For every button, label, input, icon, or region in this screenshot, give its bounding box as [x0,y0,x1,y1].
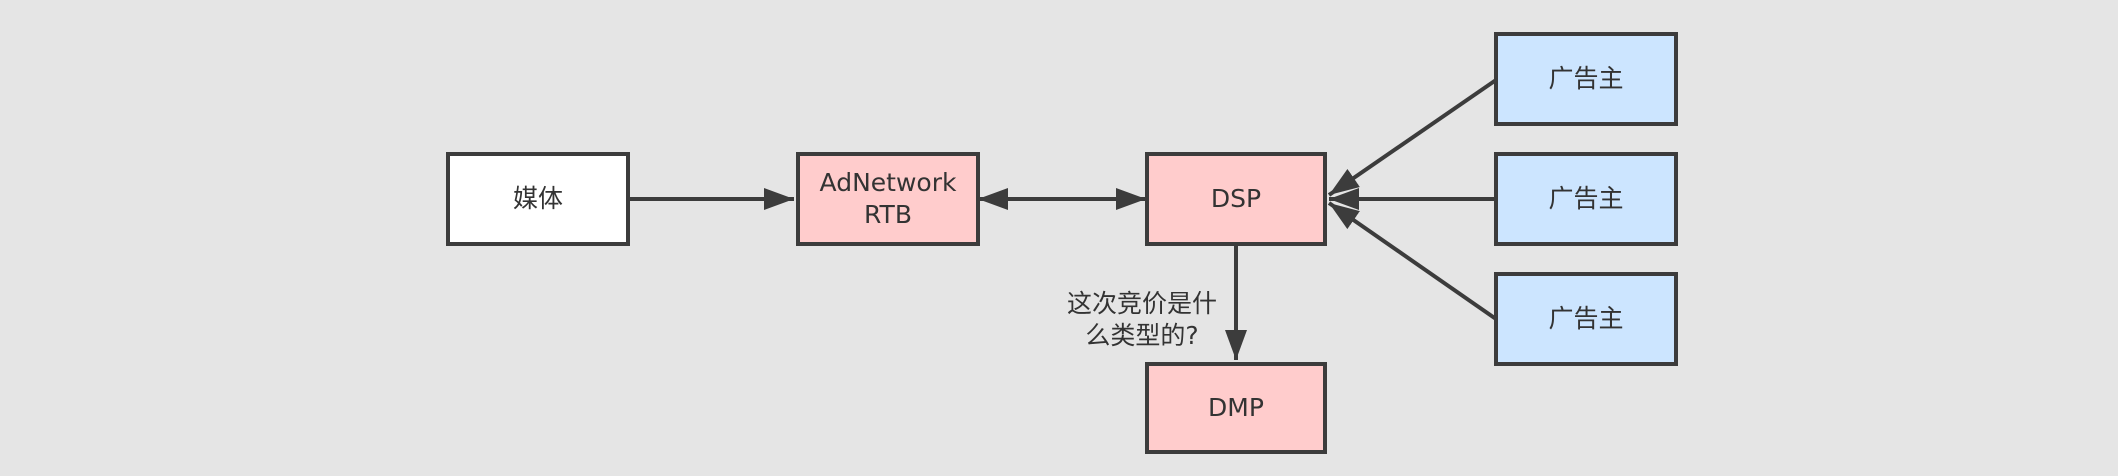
node-dsp-label: DSP [1210,184,1262,213]
edge-label-line-1: 这次竞价是什 [1066,289,1217,318]
node-media: 媒体 [446,152,630,246]
node-adnetwork-rtb: AdNetwork RTB [796,152,980,246]
node-dsp: DSP [1145,152,1327,246]
edge-label-line-2: 么类型的? [1085,321,1199,350]
edge-advertiser-3-to-dsp [1327,201,1498,321]
node-advertiser-3-label: 广告主 [1548,304,1624,333]
node-media-label: 媒体 [512,184,563,213]
node-dmp: DMP [1145,362,1327,454]
node-adnetwork-label-line-1: AdNetwork [819,168,957,197]
node-dmp-label: DMP [1208,393,1264,422]
node-advertiser-3: 广告主 [1494,272,1678,366]
edge-dsp-dmp-label: 这次竞价是什 么类型的? [1052,288,1232,352]
node-advertiser-2-label: 广告主 [1548,184,1624,213]
node-adnetwork-label-line-2: RTB [864,200,912,229]
edge-advertiser-1-to-dsp [1327,78,1498,197]
node-adnetwork-rtb-label: AdNetwork RTB [820,167,957,231]
node-advertiser-1-label: 广告主 [1548,64,1624,93]
node-advertiser-2: 广告主 [1494,152,1678,246]
node-advertiser-1: 广告主 [1494,32,1678,126]
